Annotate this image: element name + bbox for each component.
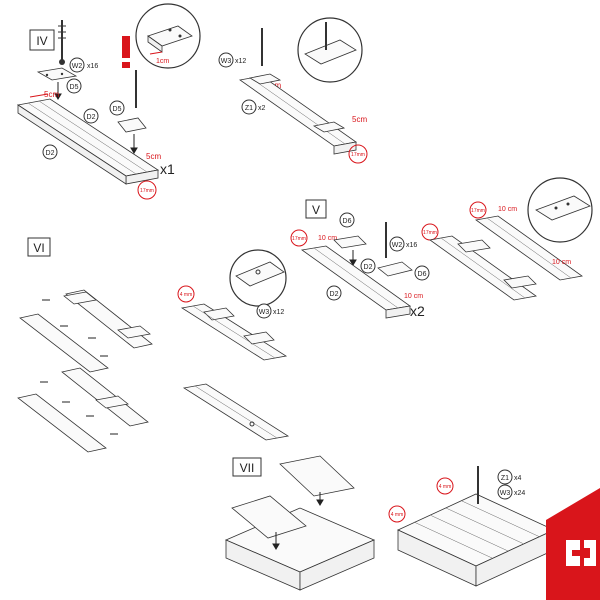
measure-10cm-a: 10 cm [318,235,337,242]
measure-17mm-circle [137,180,157,200]
z1-quantity-vii: x4 [514,475,522,482]
measure-17mm-c: 17mm [292,236,306,242]
zoom-detail-vi [229,249,287,307]
step-vii: VII 4 mm 4 mm Z1 x4 W3 x24 [224,455,555,591]
d2-plank-v [300,245,412,319]
w2-badge [69,57,85,73]
w3-quantity-vii: x24 [514,490,525,497]
step-vi: VI 4 mm [17,237,290,453]
d2-label: D2 [46,150,55,157]
measure-10cm-b: 10 cm [404,293,423,300]
measure-17mm-e: 17mm [471,208,485,214]
vi-plank-bottom [182,383,290,441]
d6-block [333,235,367,249]
d2-plank [16,98,160,185]
vi-plank-mid [180,303,288,361]
d6-label-2: D6 [418,271,427,278]
measure-17mm-d: 17mm [423,230,437,236]
v-multiplier: x2 [410,303,425,319]
screw-icon [58,20,66,65]
exclamation-warning-icon [122,36,130,68]
measure-4mm-c: 4 mm [439,484,452,490]
iv-multiplier: x1 [160,161,175,177]
w2-quantity: x16 [87,63,98,70]
d5-label-2: D5 [113,106,122,113]
vi-pair-bottom [17,367,149,453]
sandbox-assembled [397,493,555,587]
measure-17mm-b: 17mm [351,152,365,158]
d2-label-inner: D2 [87,114,96,121]
step-v-box [305,199,327,219]
step-vii-box [232,457,262,477]
w3-quantity-vi: x12 [273,309,284,316]
measure-5cm-top: 5cm [44,90,59,99]
zoom-detail-1cm: 1cm [135,3,201,69]
step-vi-label: VI [33,241,44,255]
measure-5cm: 5cm [146,152,161,161]
w3-label-vi: W3 [259,309,270,316]
d5-badge-2 [109,100,125,116]
d5-badge [66,78,82,94]
measure-17mm: 17mm [140,188,154,194]
screw-arrows [40,299,118,435]
d5-block [36,67,78,81]
z1-quantity: x2 [258,105,266,112]
d2-badge [42,144,58,160]
lid-panel-top [279,455,355,497]
step-iv-label: IV [36,34,47,48]
measure-1cm: 1cm [156,58,169,65]
step-iv: IV W2 x16 D5 5cm D2 D2 [16,3,201,200]
vi-pair-top [19,289,153,373]
w3-quantity: x12 [235,58,246,65]
block-b-1 [248,73,282,85]
measure-10cm-d: 10 cm [552,259,571,266]
lid-panel [231,495,307,539]
brand-logo-icon [546,488,600,600]
w3-label-vii: W3 [500,490,511,497]
measure-4mm-b: 4 mm [391,512,404,518]
measure-4mm-a: 4 mm [180,292,193,298]
d2-badge-inner [83,108,99,124]
block-b-2 [312,121,346,133]
zoom-detail-screw [297,17,363,83]
measure-10cm-c: 10 cm [498,206,517,213]
d6-block-2 [377,261,413,277]
d2-plank-b [238,75,358,155]
measure-5cm-c: 5cm [352,115,367,124]
w3-badge [218,52,234,68]
step-v-label: V [312,203,320,217]
step-vii-label: VII [240,461,255,475]
d2-plank-v4 [474,215,584,281]
step-v: V D6 17mm 10 cm D2 D2 W2 x16 D6 10 cm x2… [290,177,593,319]
step-vi-box [27,237,51,257]
zoom-detail-v [527,177,593,243]
d2-label-v: D2 [364,264,373,271]
w2-label-v: W2 [392,242,403,249]
d2-label-v2: D2 [330,291,339,298]
z1-label-vii: Z1 [501,475,509,482]
w2-label: W2 [72,63,83,70]
w3-label: W3 [221,58,232,65]
step-iv-box [29,29,55,51]
step-iv-right: W3 x12 5cm Z1 x2 5cm 17mm [218,17,368,164]
z1-badge [241,99,257,115]
w2-quantity-v: x16 [406,242,417,249]
d5-label: D5 [70,84,79,91]
z1-label: Z1 [245,105,253,112]
d5-block-2 [117,117,147,133]
d6-label: D6 [343,218,352,225]
